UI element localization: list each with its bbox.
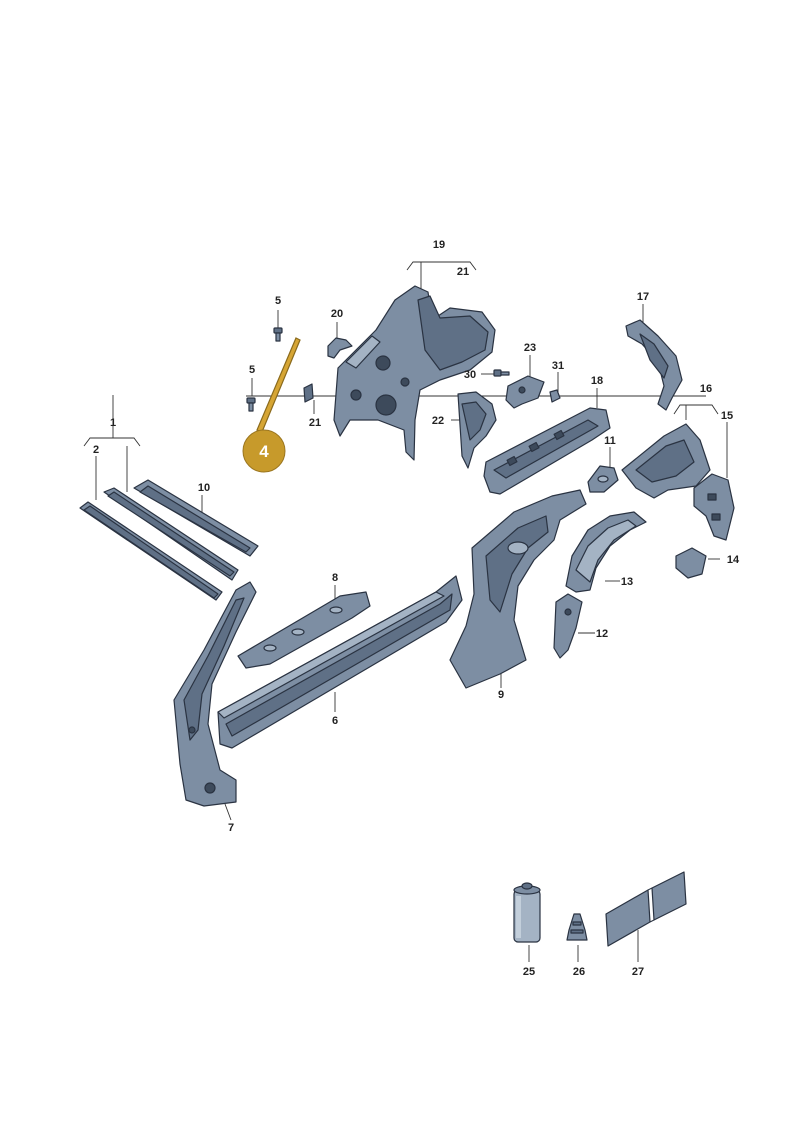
callout-5-left[interactable]: 5 — [249, 364, 255, 376]
highlight-badge[interactable]: 4 — [242, 429, 286, 473]
part-6-sill — [217, 575, 463, 749]
callout-10[interactable]: 10 — [198, 482, 210, 494]
callout-13[interactable]: 13 — [621, 576, 633, 588]
callout-2[interactable]: 2 — [93, 444, 99, 456]
part-8-reinforcement — [237, 591, 371, 669]
part-2-rail — [79, 501, 223, 601]
callout-17[interactable]: 17 — [637, 291, 649, 303]
callout-21-mid[interactable]: 21 — [309, 417, 321, 429]
part-17-reinforcement — [625, 319, 683, 411]
part-22-panel — [457, 391, 497, 469]
callout-5-top[interactable]: 5 — [275, 295, 281, 307]
callout-14[interactable]: 14 — [727, 554, 740, 566]
part-11-plate — [587, 465, 619, 493]
part-19-wheelhouse-inner — [333, 285, 496, 461]
callout-27[interactable]: 27 — [632, 966, 644, 978]
part-7-pillar — [173, 581, 257, 807]
callout-25[interactable]: 25 — [523, 966, 535, 978]
callout-labels: 19 21 17 5 20 23 31 30 5 18 16 21 22 1 1… — [93, 239, 740, 978]
callout-7[interactable]: 7 — [228, 822, 234, 834]
callout-22[interactable]: 22 — [432, 415, 444, 427]
part-18-member — [483, 407, 611, 495]
callout-16[interactable]: 16 — [700, 383, 712, 395]
callout-18[interactable]: 18 — [591, 375, 603, 387]
callout-19[interactable]: 19 — [433, 239, 445, 251]
part-30-screw — [493, 369, 510, 377]
callout-15[interactable]: 15 — [721, 410, 733, 422]
part-20-bracket — [327, 337, 353, 359]
callout-6[interactable]: 6 — [332, 715, 338, 727]
part-26-grommet — [566, 913, 588, 941]
callout-9[interactable]: 9 — [498, 689, 504, 701]
part-27-damping-pad — [605, 871, 687, 947]
part-1-rail — [103, 487, 239, 581]
callout-8[interactable]: 8 — [332, 572, 338, 584]
highlight-badge-label[interactable]: 4 — [259, 442, 269, 461]
highlight-badge-circle[interactable] — [242, 429, 286, 473]
callout-26[interactable]: 26 — [573, 966, 585, 978]
callout-12[interactable]: 12 — [596, 628, 608, 640]
part-25-sealant-can — [513, 882, 541, 943]
callout-23[interactable]: 23 — [524, 342, 536, 354]
part-14-bracket — [675, 547, 707, 579]
callout-11[interactable]: 11 — [604, 435, 616, 447]
part-13-wheel-arch — [565, 511, 647, 593]
part-10-rail — [133, 479, 259, 557]
callout-31[interactable]: 31 — [552, 360, 564, 372]
part-21-clip — [303, 383, 314, 403]
callout-21-top[interactable]: 21 — [457, 266, 469, 278]
callout-20[interactable]: 20 — [331, 308, 343, 320]
part-31-nut — [549, 389, 561, 403]
part-16-rear-panel — [621, 423, 711, 499]
part-4-highlighted-strip — [256, 337, 301, 433]
part-23-bracket — [505, 375, 545, 409]
callout-30[interactable]: 30 — [464, 369, 476, 381]
part-12-bracket — [553, 593, 583, 659]
part-5-bolts — [246, 327, 283, 412]
part-9-side-inner — [449, 489, 587, 689]
callout-1[interactable]: 1 — [110, 417, 116, 429]
part-15-bracket — [693, 473, 735, 541]
